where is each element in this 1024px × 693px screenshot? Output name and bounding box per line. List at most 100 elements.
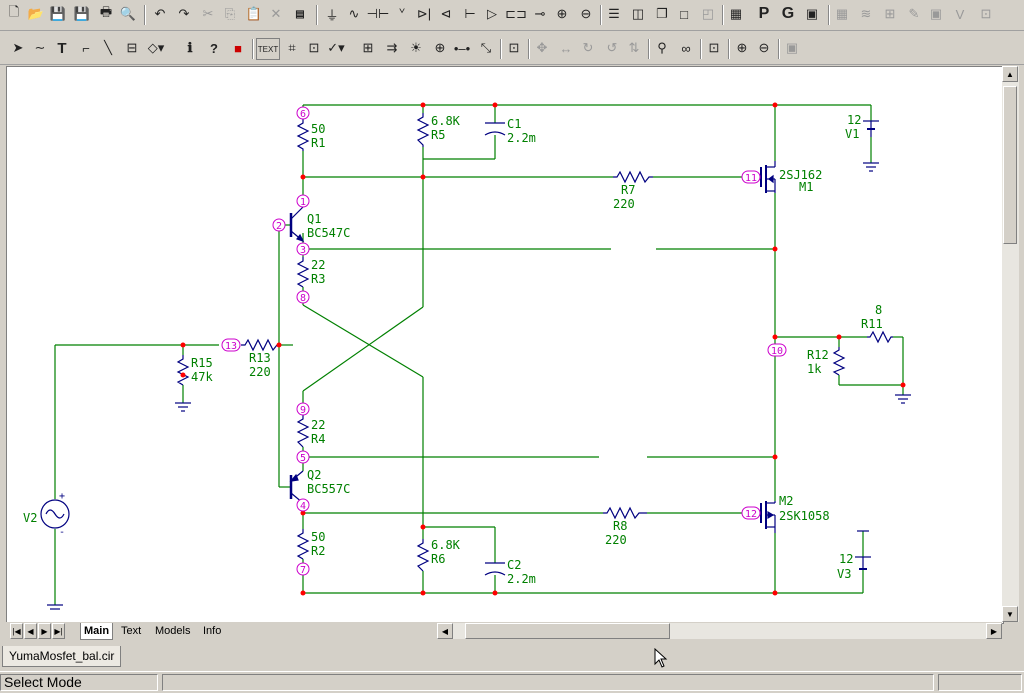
tab-models[interactable]: Models xyxy=(155,625,191,637)
vertical-scrollbar[interactable]: ▲ ▼ xyxy=(1002,66,1019,622)
new-file-icon[interactable]: 🗋 xyxy=(8,4,20,19)
node-7-label: 7 xyxy=(300,565,306,576)
pin-names-icon[interactable]: ⊡ xyxy=(308,40,320,55)
vsource-icon[interactable]: ⊕ xyxy=(556,6,568,21)
zoom-out-icon[interactable]: ⊖ xyxy=(758,40,770,55)
open-folder-icon[interactable]: 📂 xyxy=(27,6,45,21)
select-all-icon[interactable]: ▤ xyxy=(295,8,305,20)
redo-icon[interactable]: ↷ xyxy=(178,6,190,21)
restore-icon[interactable]: ◰ xyxy=(701,6,715,21)
image-icon[interactable]: ▣ xyxy=(929,6,943,21)
capacitor-c1-symbol xyxy=(484,122,506,136)
flag-icon[interactable]: ■ xyxy=(234,40,242,56)
tab-info[interactable]: Info xyxy=(203,625,222,637)
presentation-icon[interactable]: ⊡ xyxy=(708,40,720,55)
battery-icon[interactable]: ⊏⊐ xyxy=(505,6,527,21)
tab-first-icon[interactable]: |◀ xyxy=(10,623,23,639)
text-tool-icon[interactable]: T xyxy=(57,39,67,57)
r13-name-label: R13 xyxy=(249,351,271,365)
flip-x-icon[interactable]: ↺ xyxy=(606,40,618,55)
copy-icon[interactable]: ⎘ xyxy=(224,6,236,21)
grid-icon[interactable]: ▦ xyxy=(835,6,849,21)
horizontal-scroll-thumb[interactable] xyxy=(465,623,670,639)
cascade-icon[interactable]: ❐ xyxy=(656,6,668,21)
tab-text[interactable]: Text xyxy=(121,625,142,637)
window-icon[interactable]: ▣ xyxy=(805,6,819,21)
capacitor-icon[interactable]: ⊣⊢ xyxy=(366,6,390,21)
wire-icon[interactable]: ∼ xyxy=(34,40,46,55)
shapes-icon[interactable]: ◇▾ xyxy=(147,40,165,55)
tab-main[interactable]: Main xyxy=(80,623,114,640)
check-icon[interactable]: ✓▾ xyxy=(327,40,345,55)
scroll-left-icon[interactable]: ◀ xyxy=(437,623,453,639)
on-state-icon[interactable]: ⊕ xyxy=(434,40,446,55)
info-icon[interactable]: ℹ xyxy=(187,40,193,55)
tab-next-icon[interactable]: ▶ xyxy=(38,623,51,639)
file-tab[interactable]: YumaMosfet_bal.cir xyxy=(2,646,122,667)
p-button[interactable]: P xyxy=(758,5,770,22)
wires xyxy=(54,104,904,605)
ground-icon[interactable]: ⏚ xyxy=(325,7,339,23)
rotate-icon[interactable]: ↻ xyxy=(582,40,594,55)
camera-icon[interactable]: ▣ xyxy=(785,40,799,55)
pin-connect-icon[interactable]: •–• xyxy=(453,40,471,56)
tile-vertical-icon[interactable]: ◫ xyxy=(631,6,645,21)
vd-icon[interactable]: V xyxy=(955,6,965,22)
save-all-icon[interactable]: 💾 xyxy=(73,6,91,21)
scroll-right-icon[interactable]: ▶ xyxy=(986,623,1002,639)
node-numbers-icon[interactable]: ⌗ xyxy=(288,40,296,55)
tile-horizontal-icon[interactable]: ☰ xyxy=(608,6,620,21)
move-icon[interactable]: ✥ xyxy=(536,40,548,55)
print-preview-icon[interactable]: 🔍 xyxy=(119,6,137,21)
mouse-cursor-icon xyxy=(654,648,668,668)
opamp-icon[interactable]: ▷ xyxy=(487,6,497,21)
npn-icon[interactable]: ⊢ xyxy=(464,6,476,21)
select-arrow-icon[interactable]: ➤ xyxy=(12,40,24,55)
paste-icon[interactable]: 📋 xyxy=(245,6,263,21)
text-toggle-button[interactable]: TEXT xyxy=(256,38,280,60)
zoom-box-icon[interactable]: ⊡ xyxy=(980,6,992,21)
properties-icon[interactable]: ⊡ xyxy=(508,40,520,55)
vertical-scroll-thumb[interactable] xyxy=(1003,86,1017,244)
r5-name-label: R5 xyxy=(431,128,445,142)
delete-icon[interactable]: ✕ xyxy=(270,6,282,21)
scroll-up-icon[interactable]: ▲ xyxy=(1002,66,1018,82)
undo-icon[interactable]: ↶ xyxy=(154,6,166,21)
stretch-icon[interactable]: ↔ xyxy=(559,40,573,56)
tab-prev-icon[interactable]: ◀ xyxy=(24,623,37,639)
flip-y-icon[interactable]: ⇅ xyxy=(628,40,640,55)
q2-model-label: BC557C xyxy=(307,482,350,496)
chart-icon[interactable]: ⊞ xyxy=(884,6,896,21)
help-icon[interactable]: ? xyxy=(210,40,218,56)
node-voltage-icon[interactable]: ⊞ xyxy=(362,40,374,55)
wave-icon[interactable]: ≋ xyxy=(860,6,872,21)
diagonal-line-icon[interactable]: ╲ xyxy=(104,40,112,55)
scroll-down-icon[interactable]: ▼ xyxy=(1002,606,1018,622)
power-icon[interactable]: ☀ xyxy=(410,40,422,55)
probe-icon[interactable]: ✎ xyxy=(908,6,920,21)
save-icon[interactable]: 💾 xyxy=(49,6,67,21)
cursor-pick-icon[interactable]: ⤡ xyxy=(480,40,492,55)
inductor-icon[interactable]: ᘁ xyxy=(398,6,406,21)
horizontal-scrollbar[interactable]: ◀ ▶ xyxy=(437,623,1002,639)
zoom-in-icon[interactable]: ⊕ xyxy=(736,40,748,55)
tab-last-icon[interactable]: ▶| xyxy=(52,623,65,639)
ac-source-icon[interactable]: ⊖ xyxy=(580,6,592,21)
m1-name-label: M1 xyxy=(799,180,813,194)
g-button[interactable]: G xyxy=(781,5,795,22)
node-3-label: 3 xyxy=(300,245,306,256)
diode-icon[interactable]: ⊳| xyxy=(416,6,432,21)
calculator-icon[interactable]: ▦ xyxy=(729,6,743,21)
find-icon[interactable]: ⚲ xyxy=(657,40,667,55)
zener-icon[interactable]: ⊲ xyxy=(440,6,452,21)
cut-icon[interactable]: ✂ xyxy=(202,6,214,21)
print-icon[interactable]: 🖶 xyxy=(99,4,113,19)
resistor-icon[interactable]: ∿ xyxy=(348,6,360,21)
component-icon[interactable]: ⊟ xyxy=(126,40,138,55)
line-icon[interactable]: ⌐ xyxy=(82,40,90,56)
isource-icon[interactable]: ⊸ xyxy=(534,6,546,21)
binoculars-icon[interactable]: ∞ xyxy=(681,40,691,56)
current-icon[interactable]: ⇉ xyxy=(386,40,398,55)
maximize-icon[interactable]: □ xyxy=(680,6,688,22)
